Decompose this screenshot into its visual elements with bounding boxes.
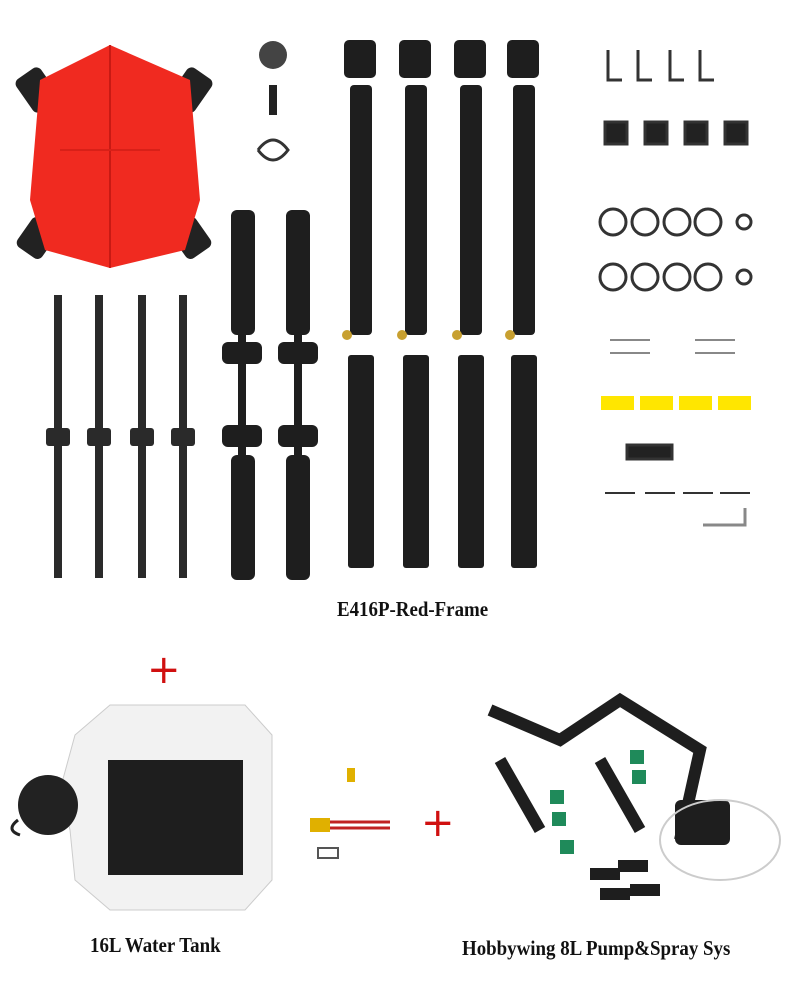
- tank-caption: 16L Water Tank: [90, 933, 221, 957]
- plus-sign: +: [147, 647, 181, 693]
- plus-sign: +: [421, 800, 455, 846]
- landing-gear-legs: [46, 295, 195, 578]
- power-cable: [310, 768, 390, 859]
- spray-caption: Hobbywing 8L Pump&Spray Sys: [462, 936, 731, 960]
- spray-system: [487, 692, 781, 900]
- hub-post: [269, 85, 277, 115]
- landing-skids: [222, 210, 318, 580]
- hub-cap: [259, 41, 287, 69]
- warning-labels: [601, 396, 751, 410]
- carbon-arms: [342, 40, 539, 568]
- hub-clamp: [256, 138, 290, 162]
- water-tank: [10, 704, 273, 911]
- red-canopy-shell: [15, 45, 213, 268]
- frame-caption: E416P-Red-Frame: [337, 597, 489, 621]
- hardware-parts: [598, 50, 753, 527]
